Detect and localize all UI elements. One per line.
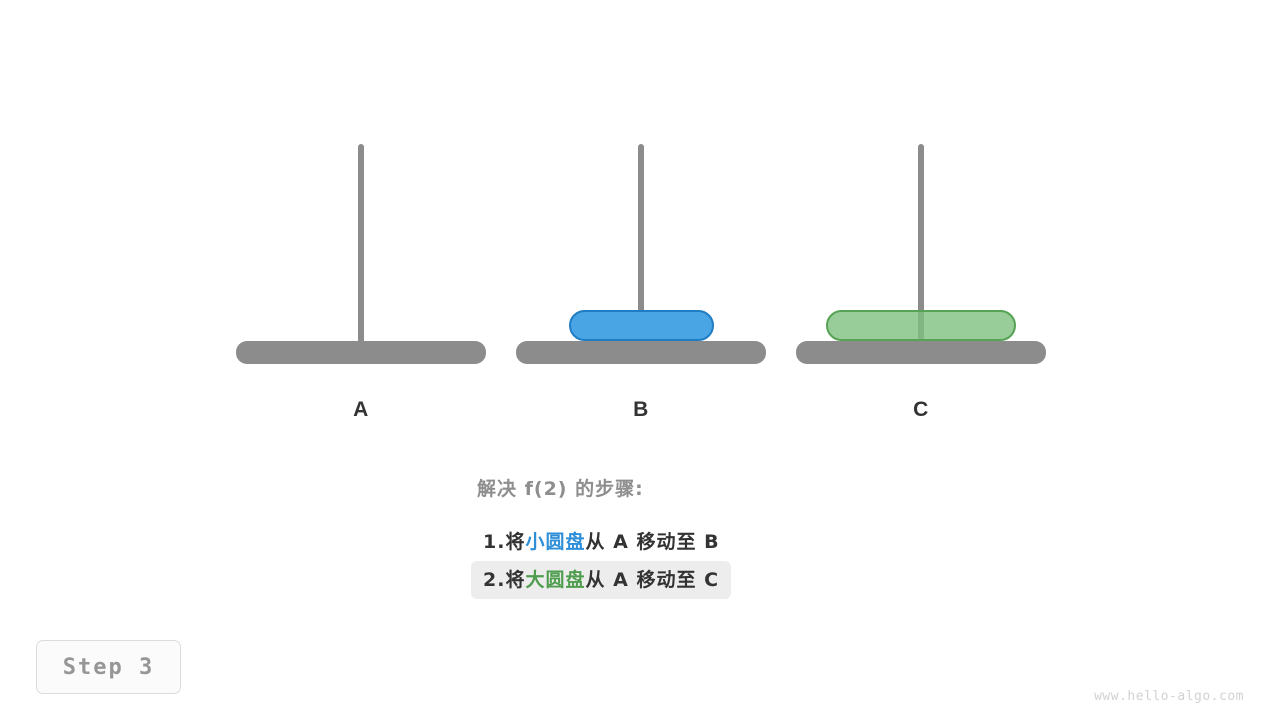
step-1-move-word: 移动至 (636, 531, 697, 553)
tower-b-label: B (633, 398, 649, 421)
step-2-disk: 大圆盘 (525, 569, 586, 591)
steps-title: 解决 f(2) 的步骤: (477, 478, 644, 500)
tower-a-pole (358, 144, 364, 344)
hanoi-diagram: A B C (236, 0, 1046, 440)
steps-list: 1.将小圆盘从 A 移动至 B 2.将大圆盘从 A 移动至 C (471, 523, 891, 599)
disk-small-blue (568, 310, 714, 341)
tower-b-base (516, 341, 766, 364)
step-1-index: 1. (483, 531, 506, 553)
step-2-verb: 将 (505, 569, 526, 591)
tower-a-base (236, 341, 486, 364)
step-line-1: 1.将小圆盘从 A 移动至 B (471, 523, 732, 561)
tower-c-pole (918, 144, 924, 344)
tower-b-pole (638, 144, 644, 344)
tower-a-label: A (353, 398, 369, 421)
tower-c-label: C (913, 398, 929, 421)
tower-a: A (236, 0, 486, 440)
step-2-from-word: 从 (585, 569, 606, 591)
step-badge: Step 3 (36, 640, 181, 694)
step-1-verb: 将 (505, 531, 526, 553)
step-1-from-word: 从 (585, 531, 606, 553)
watermark: www.hello-algo.com (1094, 689, 1244, 704)
step-2-move-word: 移动至 (636, 569, 697, 591)
step-1-disk: 小圆盘 (525, 531, 586, 553)
step-2-target: C (704, 569, 720, 591)
step-2-source: A (613, 569, 629, 591)
step-line-2: 2.将大圆盘从 A 移动至 C (471, 561, 732, 599)
step-2-index: 2. (483, 569, 506, 591)
tower-c-base (796, 341, 1046, 364)
steps-block: 解决 f(2) 的步骤: 1.将小圆盘从 A 移动至 B 2.将大圆盘从 A 移… (471, 474, 891, 599)
step-1-source: A (613, 531, 629, 553)
disk-large-green (826, 310, 1016, 341)
tower-c: C (796, 0, 1046, 440)
step-1-target: B (704, 531, 720, 553)
tower-b: B (516, 0, 766, 440)
